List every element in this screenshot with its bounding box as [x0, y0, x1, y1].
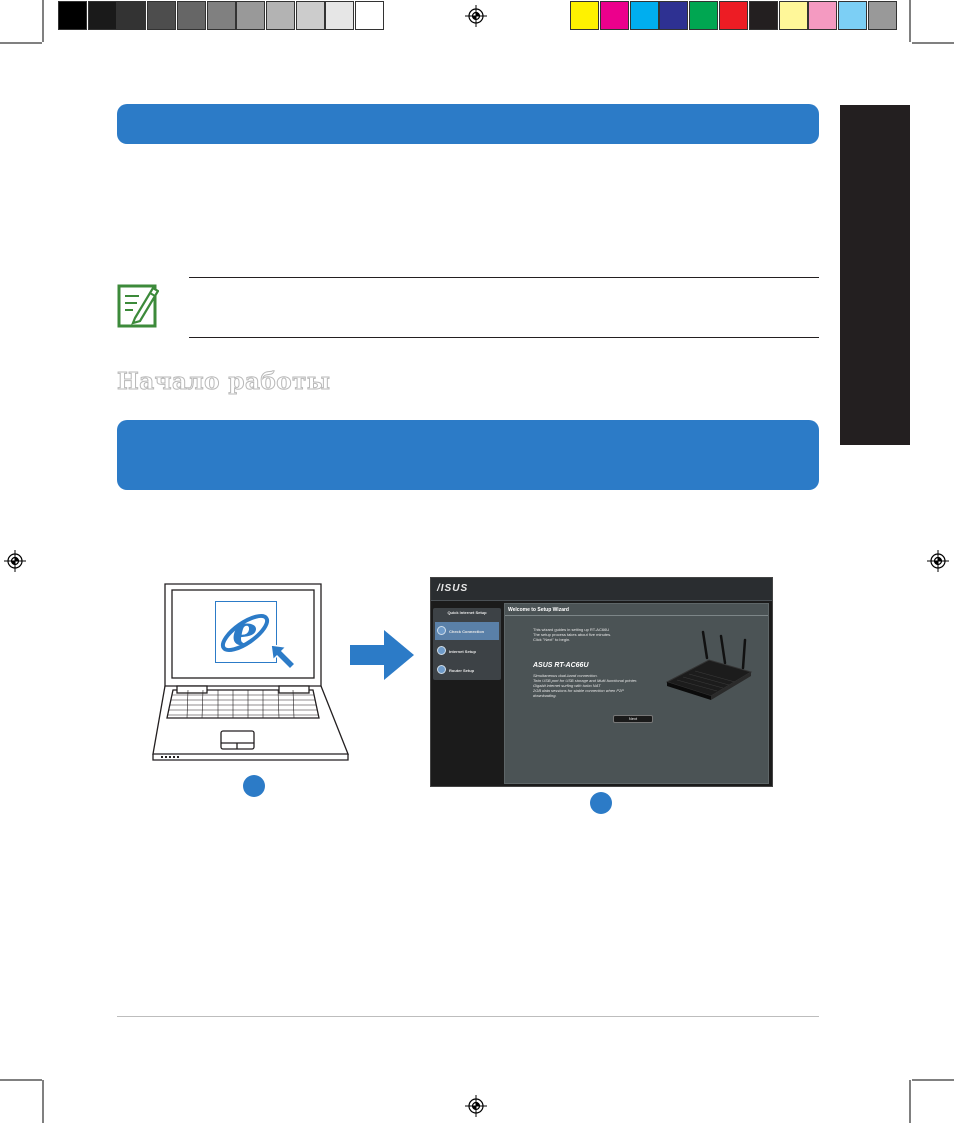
svg-text:e: e — [232, 608, 257, 655]
color-swatch — [719, 1, 748, 30]
sidebar-item-check-connection[interactable]: Check Connection — [435, 622, 499, 640]
color-swatch — [689, 1, 719, 30]
color-swatch — [659, 1, 689, 30]
wizard-divider — [505, 615, 768, 616]
cursor-arrow-icon — [270, 644, 297, 671]
step-badge-2 — [590, 792, 612, 814]
note-bottom-rule — [189, 337, 819, 338]
wizard-top-bar: /ISUS — [431, 578, 772, 601]
feature-line-4: 2GB data sessions for stable connection … — [533, 688, 624, 693]
color-swatch — [748, 1, 778, 30]
gray-swatch — [236, 1, 266, 30]
step-dot-icon — [437, 626, 446, 635]
sidebar-header: Quick Internet Setup — [447, 610, 487, 615]
gray-swatch — [355, 1, 384, 30]
color-swatch — [778, 1, 808, 30]
gray-swatch — [58, 1, 87, 30]
step-dot-icon — [437, 646, 446, 655]
gray-swatch — [206, 1, 236, 30]
intro-line-3: Click "Next" to begin. — [533, 637, 571, 642]
gray-swatch — [117, 1, 147, 30]
page-title: Начало работы — [116, 368, 331, 396]
router-model: ASUS RT-AC66U — [533, 662, 589, 669]
arrow-right-icon — [350, 630, 414, 680]
feature-line-1: Simultaneous dual-band connection. — [533, 673, 598, 678]
feature-line-3: Gigabit internet surfing with turbo NAT — [533, 683, 601, 688]
color-swatch — [570, 1, 599, 30]
intro-line-2: The setup process takes about five minut… — [533, 632, 612, 637]
wizard-title: Welcome to Setup Wizard — [508, 607, 569, 613]
gray-swatch — [325, 1, 355, 30]
color-swatch — [629, 1, 659, 30]
color-swatch — [808, 1, 838, 30]
registration-mark-icon — [465, 1095, 487, 1117]
sidebar-item-router-setup[interactable]: Router Setup — [435, 661, 499, 679]
step-badge-1 — [243, 775, 265, 797]
step-header-bar — [117, 420, 819, 490]
note-top-rule — [189, 277, 819, 278]
wizard-main-panel: Welcome to Setup Wizard This wizard guid… — [504, 603, 769, 784]
color-swatch — [599, 1, 629, 30]
language-side-tab — [840, 105, 910, 445]
feature-line-2: Twin USB port for USB storage and Multi-… — [533, 678, 638, 683]
sidebar-item-internet-setup[interactable]: Internet Setup — [435, 642, 499, 660]
asus-logo: /ISUS — [437, 583, 469, 594]
registration-mark-icon — [465, 5, 487, 27]
wizard-sidebar: Quick Internet Setup Check Connection In… — [433, 608, 501, 680]
next-button[interactable]: Next — [613, 715, 653, 723]
internet-explorer-icon: e — [215, 601, 277, 663]
footer-rule — [117, 1016, 819, 1017]
section-header-bar — [117, 104, 819, 144]
gray-swatch — [147, 1, 177, 30]
intro-line-1: This wizard guides in setting up RT-AC66… — [533, 627, 610, 632]
setup-wizard-screenshot: /ISUS Quick Internet Setup Check Connect… — [430, 577, 773, 787]
note-pencil-icon — [117, 284, 159, 328]
registration-mark-icon — [927, 550, 949, 572]
gray-swatch — [265, 1, 295, 30]
gray-swatch — [176, 1, 206, 30]
color-swatch — [838, 1, 868, 30]
color-swatch — [868, 1, 897, 30]
router-icon — [665, 630, 753, 700]
registration-mark-icon — [4, 550, 26, 572]
gray-swatch — [295, 1, 325, 30]
gray-swatch — [87, 1, 117, 30]
step-dot-icon — [437, 665, 446, 674]
feature-line-5: downloading. — [533, 693, 557, 698]
